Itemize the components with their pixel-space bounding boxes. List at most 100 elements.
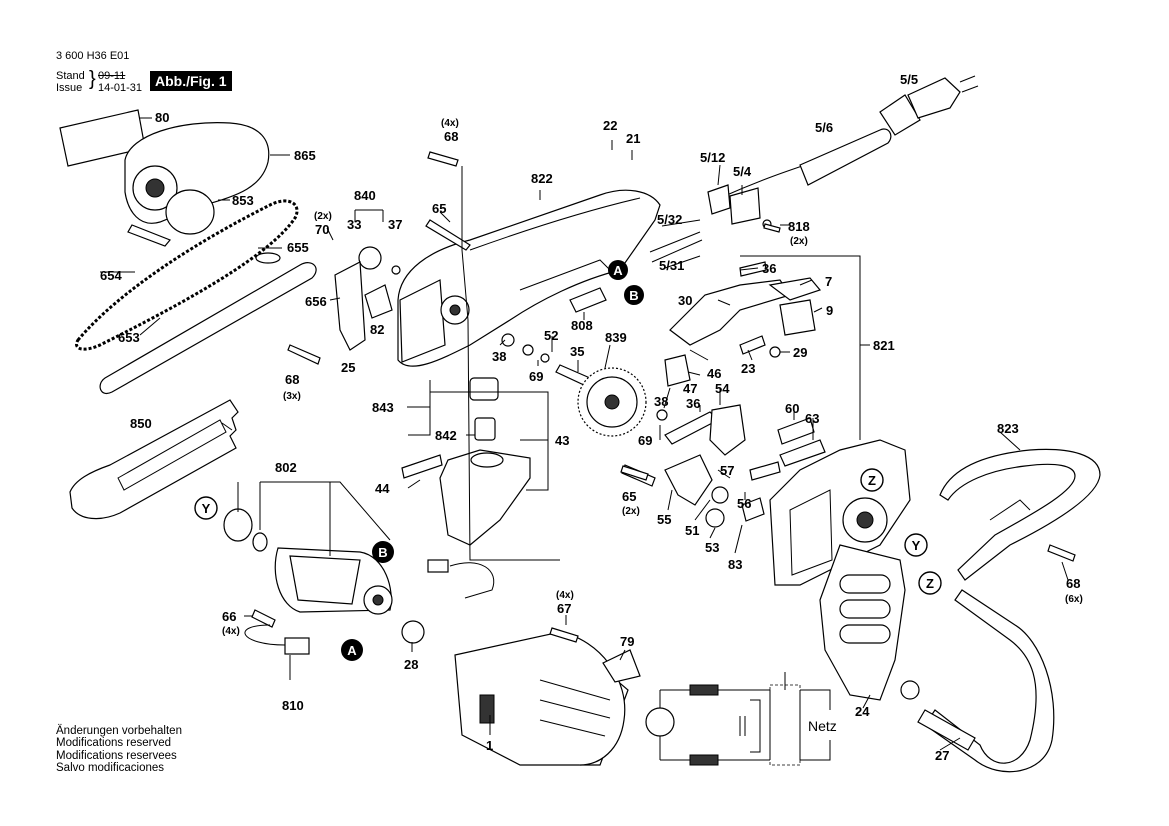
part-label-67: 67 <box>557 601 571 616</box>
motor-armature-part <box>223 508 425 644</box>
housing-shell-part <box>397 189 661 367</box>
marker-z-circle <box>860 468 884 492</box>
part-label-68: 68 <box>444 129 458 144</box>
marker-b-label: B <box>378 545 387 560</box>
part-label-60: 60 <box>785 401 799 416</box>
stand-value: 09-11 <box>98 70 126 82</box>
part-label-28: 28 <box>404 657 418 672</box>
part-label-68: 68 <box>1066 576 1080 591</box>
front-handle-part <box>924 589 1055 773</box>
part-label-55: 55 <box>657 512 671 527</box>
rear-grip-part <box>819 544 906 701</box>
quantity-68: (3x) <box>283 391 301 402</box>
marker-z-label: Z <box>868 473 876 488</box>
part-label-35: 35 <box>570 344 584 359</box>
connector-part <box>427 559 449 573</box>
part-label-57: 57 <box>720 463 734 478</box>
marker-a-label: A <box>347 643 357 658</box>
part-label-66: 66 <box>222 609 236 624</box>
wiring-schematic <box>645 672 831 766</box>
marker-y-label: Y <box>202 501 211 516</box>
hand-guard-part <box>939 448 1101 581</box>
part-label-25: 25 <box>341 360 355 375</box>
issue-value: 14-01-31 <box>98 82 143 94</box>
quantity-67: (4x) <box>556 590 574 601</box>
part-label-33: 33 <box>347 217 361 232</box>
part-label-46: 46 <box>707 366 721 381</box>
quantity-68: (4x) <box>441 118 459 129</box>
cover-plate-part <box>602 649 641 683</box>
part-label-38: 38 <box>654 394 668 409</box>
part-label-44: 44 <box>375 481 390 496</box>
footer-line-de: Änderungen vorbehalten <box>56 725 182 737</box>
part-label-821: 821 <box>873 338 895 353</box>
part-label-656: 656 <box>305 294 327 309</box>
footer-line-en: Modifications reserved <box>56 737 172 750</box>
part-label-22: 22 <box>603 118 617 133</box>
part-label-843: 843 <box>372 400 394 415</box>
stand-label: Stand <box>56 70 85 82</box>
document-number: 3 600 H36 E01 <box>56 50 130 62</box>
part-label-83: 83 <box>728 557 742 572</box>
footer-notes: Änderungen vorbehalten Modifications res… <box>56 725 182 775</box>
marker-z-label: Z <box>926 576 934 591</box>
part-label-7: 7 <box>825 274 832 289</box>
saw-chain-part <box>75 199 299 351</box>
part-label-850: 850 <box>130 416 152 431</box>
part-label-36: 36 <box>686 396 700 411</box>
part-label-808: 808 <box>571 318 593 333</box>
part-label-5-4: 5/4 <box>733 164 752 179</box>
terminal-part <box>707 184 731 215</box>
quantity-66: (4x) <box>222 626 240 637</box>
issue-label: Issue <box>56 82 83 94</box>
part-label-69: 69 <box>529 369 543 384</box>
part-label-53: 53 <box>705 540 719 555</box>
part-label-79: 79 <box>620 634 634 649</box>
cable-part <box>284 637 310 655</box>
part-label-839: 839 <box>605 330 627 345</box>
part-label-5-12: 5/12 <box>700 150 725 165</box>
part-label-865: 865 <box>294 148 316 163</box>
sprocket-part <box>358 246 382 270</box>
screw-part <box>1047 544 1076 562</box>
part-label-68: 68 <box>285 372 299 387</box>
part-label-21: 21 <box>626 131 640 146</box>
part-label-823: 823 <box>997 421 1019 436</box>
part-label-840: 840 <box>354 188 376 203</box>
footer-line-es: Salvo modificaciones <box>56 762 165 775</box>
part-label-70: 70 <box>315 222 329 237</box>
part-label-36: 36 <box>762 261 776 276</box>
marker-z-circle <box>918 571 942 595</box>
chain-catcher-part <box>334 261 366 351</box>
guide-bar-part <box>99 262 317 394</box>
switch-lever-part <box>669 279 791 346</box>
motor-housing-part <box>454 631 629 766</box>
part-label-5-32: 5/32 <box>657 212 682 227</box>
part-label-43: 43 <box>555 433 569 448</box>
part-label-818: 818 <box>788 219 810 234</box>
part-label-5-31: 5/31 <box>659 258 684 273</box>
part-label-5-5: 5/5 <box>900 72 918 87</box>
footer-line-fr: Modifications reservees <box>56 749 177 762</box>
marker-b-circle <box>372 541 394 563</box>
marker-a-circle <box>341 639 363 661</box>
part-label-842: 842 <box>435 428 457 443</box>
oil-cap-part <box>469 377 499 401</box>
screw-part <box>427 151 459 167</box>
marker-b-label: B <box>629 288 638 303</box>
brace-icon: } <box>89 68 96 90</box>
marker-a-label: A <box>613 263 623 278</box>
part-label-810: 810 <box>282 698 304 713</box>
part-label-5-6: 5/6 <box>815 120 833 135</box>
part-label-80: 80 <box>155 110 169 125</box>
quantity-65: (2x) <box>622 506 640 517</box>
part-label-38: 38 <box>492 349 506 364</box>
part-label-30: 30 <box>678 293 692 308</box>
part-label-82: 82 <box>370 322 384 337</box>
part-label-9: 9 <box>826 303 833 318</box>
mains-label: Netz <box>808 718 837 734</box>
marker-b-circle <box>624 285 644 305</box>
bar-plate-part <box>255 252 281 264</box>
part-label-653: 653 <box>118 330 140 345</box>
